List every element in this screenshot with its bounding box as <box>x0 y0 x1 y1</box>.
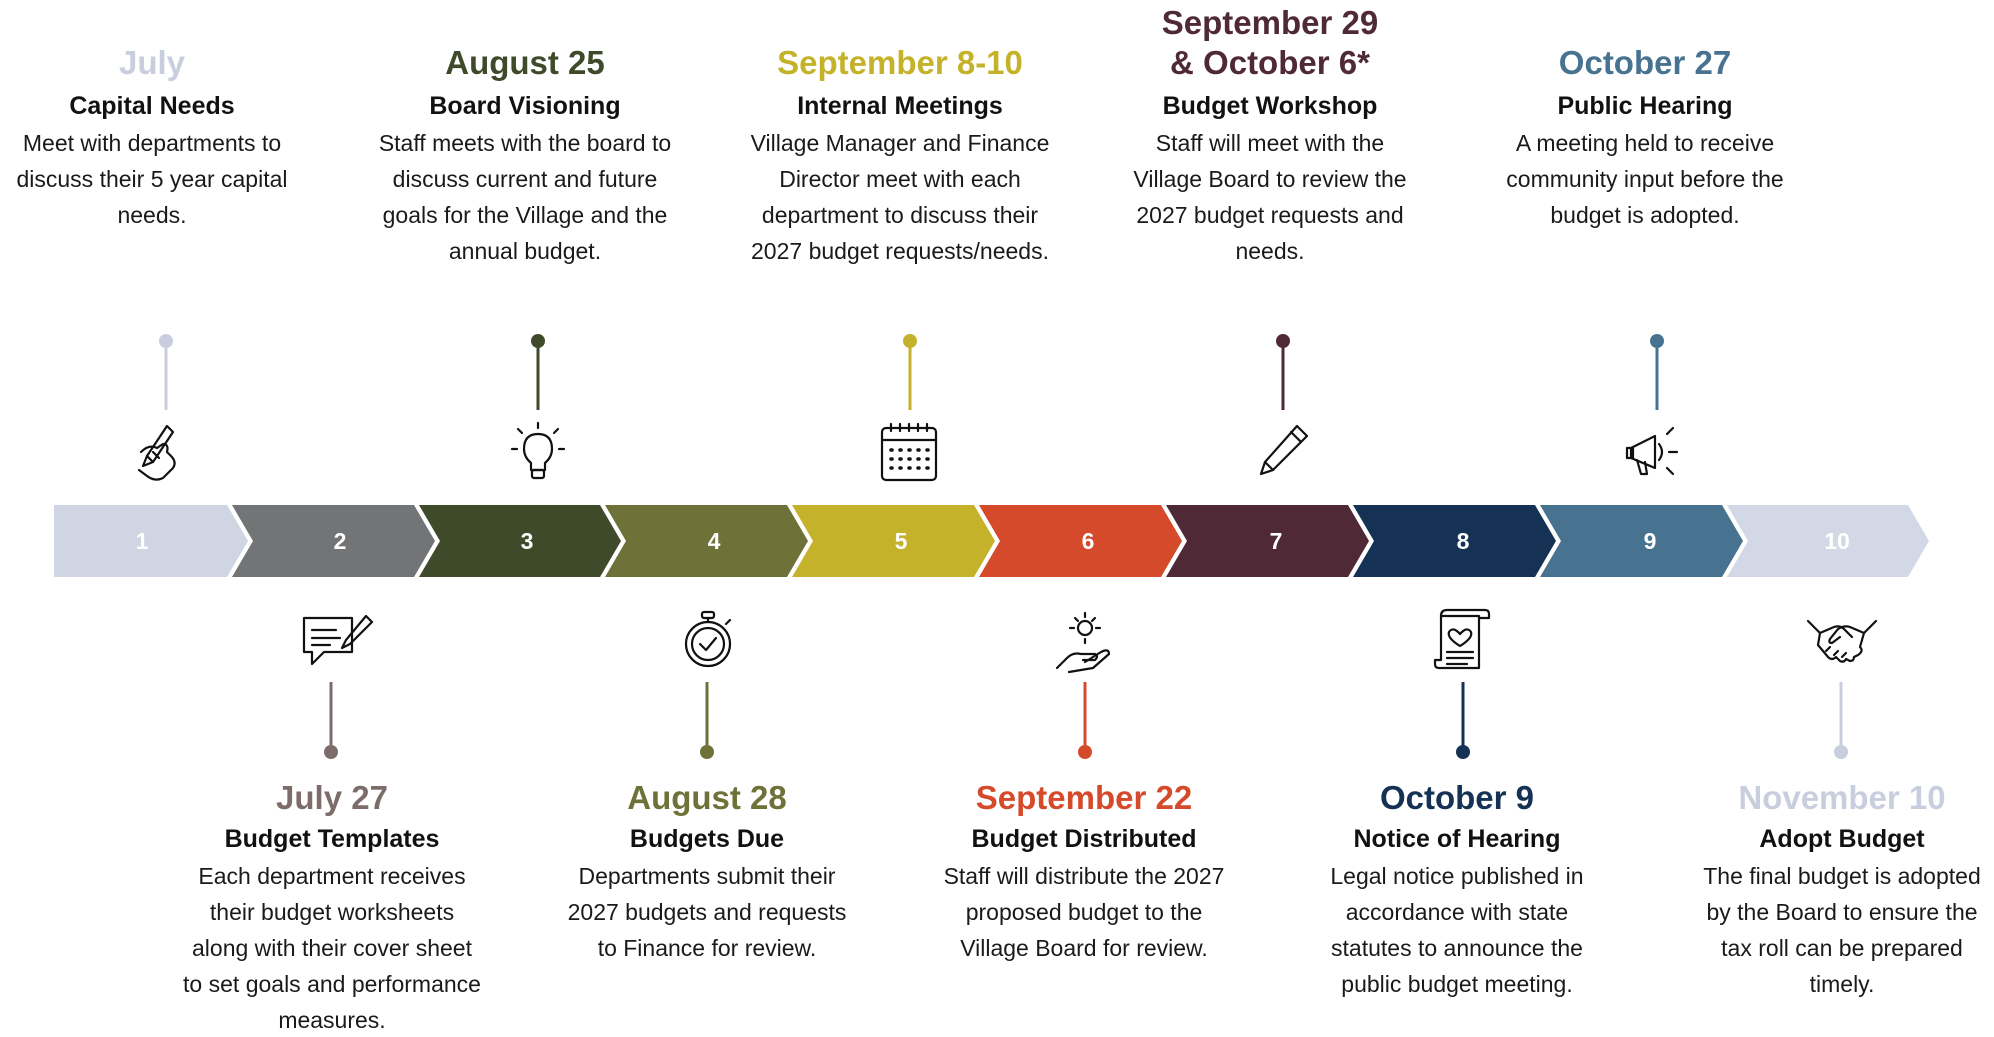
event-description: Legal notice published in accordance wit… <box>1330 863 1584 997</box>
event-description: A meeting held to receive community inpu… <box>1506 130 1784 228</box>
step-number: 2 <box>334 528 347 554</box>
event-date: July 27 <box>276 779 388 816</box>
chevron-step-1 <box>54 505 248 577</box>
connector-july27 <box>324 682 338 759</box>
event-description: Departments submit their 2027 budgets an… <box>567 863 847 961</box>
event-description: Each department receives their budget wo… <box>183 863 481 1033</box>
event-budgets-due: August 28 Budgets Due Departments submit… <box>557 778 857 966</box>
event-description: Village Manager and Finance Director mee… <box>750 130 1050 264</box>
step-number: 6 <box>1082 528 1095 554</box>
chevron-step-9 <box>1540 505 1743 577</box>
event-title: Internal Meetings <box>797 92 1003 120</box>
event-adopt-budget: November 10 Adopt Budget The final budge… <box>1692 778 1992 1002</box>
pencil-icon <box>1259 424 1309 476</box>
hand-writing-icon <box>137 424 176 481</box>
document-heart-icon <box>1433 608 1491 670</box>
bottom-connectors <box>324 682 1848 759</box>
megaphone-icon <box>1625 426 1679 476</box>
lightbulb-icon <box>510 421 566 480</box>
connector-sep810 <box>903 334 917 410</box>
event-date: October 27 <box>1558 44 1732 81</box>
chevron-step-5 <box>792 505 995 577</box>
step-number: 5 <box>895 528 908 554</box>
hand-idea-icon <box>1055 611 1111 674</box>
event-title: Budget Distributed <box>971 825 1197 853</box>
chevron-step-10 <box>1727 505 1929 577</box>
event-description: Staff will distribute the 2027 proposed … <box>943 863 1225 961</box>
event-title: Notice of Hearing <box>1353 825 1561 853</box>
event-date: August 28 <box>627 779 787 816</box>
top-connectors <box>159 334 1664 410</box>
calendar-icon <box>880 422 938 482</box>
event-description: Meet with departments to discuss their 5… <box>16 130 288 228</box>
step-number: 1 <box>136 528 149 554</box>
event-title: Budgets Due <box>629 825 785 853</box>
connector-oct27 <box>1650 334 1664 410</box>
event-capital-needs: July Capital Needs Meet with departments… <box>2 43 302 233</box>
event-budget-distributed: September 22 Budget Distributed Staff wi… <box>934 778 1234 966</box>
event-description: Staff meets with the board to discuss cu… <box>378 130 672 264</box>
event-title: Public Hearing <box>1557 92 1733 120</box>
event-date: September 22 <box>975 779 1193 816</box>
step-number: 3 <box>521 528 534 554</box>
connector-july <box>159 334 173 410</box>
chevron-step-3 <box>419 505 621 577</box>
connector-aug25 <box>531 334 545 410</box>
event-notice-of-hearing: October 9 Notice of Hearing Legal notice… <box>1307 778 1607 1002</box>
step-number: 10 <box>1824 528 1850 554</box>
event-date: July <box>118 44 186 81</box>
step-number: 7 <box>1270 528 1283 554</box>
step-number: 4 <box>708 528 721 554</box>
event-date: October 9 <box>1379 779 1535 816</box>
chevron-step-4 <box>605 505 808 577</box>
event-budget-workshop: September 29 & October 6* Budget Worksho… <box>1120 3 1420 269</box>
connector-sep22 <box>1078 682 1092 759</box>
handshake-icon <box>1806 619 1878 663</box>
event-description: Staff will meet with the Village Board t… <box>1133 130 1407 264</box>
chevron-step-7 <box>1166 505 1369 577</box>
chevron-step-8 <box>1353 505 1556 577</box>
connector-oct9 <box>1456 682 1470 759</box>
event-internal-meetings: September 8-10 Internal Meetings Village… <box>750 43 1050 269</box>
event-title: Adopt Budget <box>1759 825 1925 853</box>
connector-aug28 <box>700 682 714 759</box>
event-public-hearing: October 27 Public Hearing A meeting held… <box>1495 43 1795 233</box>
event-title: Capital Needs <box>69 92 235 120</box>
event-title: Budget Templates <box>224 825 440 853</box>
event-date: August 25 <box>445 44 605 81</box>
step-number: 9 <box>1644 528 1657 554</box>
event-title: Budget Workshop <box>1162 92 1378 120</box>
step-number: 8 <box>1457 528 1470 554</box>
event-date: November 10 <box>1738 779 1946 816</box>
speech-bubble-edit-icon <box>302 614 374 666</box>
event-title: Board Visioning <box>429 92 621 120</box>
connector-sep29 <box>1276 334 1290 410</box>
chevron-step-6 <box>979 505 1182 577</box>
chevron-step-2 <box>232 505 435 577</box>
stopwatch-icon <box>684 610 732 668</box>
event-budget-templates: July 27 Budget Templates Each department… <box>182 778 482 1037</box>
connector-nov10 <box>1834 682 1848 759</box>
event-date: September 29 & October 6* <box>1161 4 1379 81</box>
event-date: September 8-10 <box>777 44 1023 81</box>
event-description: The final budget is adopted by the Board… <box>1703 863 1981 997</box>
chevron-bar <box>54 505 1929 577</box>
event-board-visioning: August 25 Board Visioning Staff meets wi… <box>375 43 675 269</box>
